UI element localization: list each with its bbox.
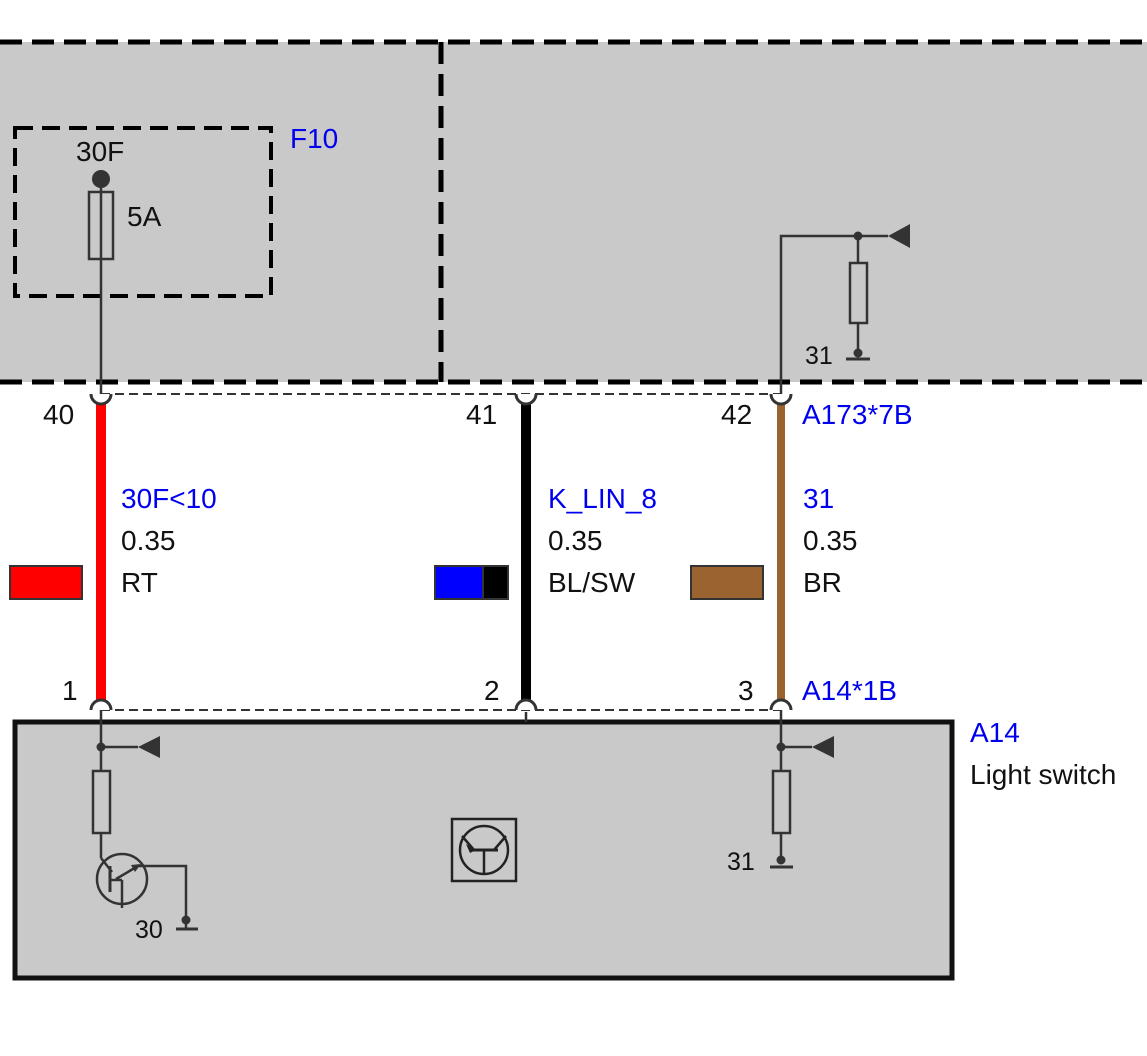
resistor-symbol-left — [91, 769, 112, 835]
color-swatch-red — [9, 565, 83, 600]
transistor-supply-wire — [138, 864, 188, 928]
electronics-box-arrow — [466, 844, 476, 853]
color-swatch-black — [482, 565, 509, 600]
pin-terminal-1 — [89, 698, 113, 711]
pin-terminal-40 — [89, 393, 113, 406]
ground-label-top: 31 — [805, 342, 833, 370]
fuse-id-label: F10 — [290, 123, 338, 154]
electronics-box-right-arm — [493, 835, 507, 851]
pin-terminal-3 — [769, 698, 793, 711]
connector-top-id: A173*7B — [802, 399, 913, 430]
wire-color-code: BL/SW — [548, 567, 636, 598]
top-module-body — [0, 42, 1147, 382]
supply-label: 30 — [135, 916, 163, 944]
wire-cross-section: 0.35 — [803, 525, 858, 556]
component-id-label: A14 — [970, 717, 1020, 748]
pullup-wire — [779, 234, 858, 394]
wire-cross-section: 0.35 — [121, 525, 176, 556]
wire-signal-label: 31 — [803, 483, 834, 514]
component-name-label: Light switch — [970, 759, 1116, 790]
output-arrow-icon — [138, 736, 160, 758]
supply-node — [181, 915, 191, 925]
fuse-box-boundary — [13, 126, 273, 298]
resistor-symbol-right — [771, 769, 792, 835]
pin-number: 2 — [484, 675, 500, 706]
pin-number: 42 — [721, 399, 752, 430]
pin-number: 41 — [466, 399, 497, 430]
fuse-terminal-label: 30F — [76, 136, 124, 167]
wire-color-code: RT — [121, 567, 158, 598]
electronics-box-icon — [450, 817, 518, 883]
fuse-rating-label: 5A — [127, 201, 162, 232]
pin-terminal-2 — [514, 698, 538, 711]
pin-number: 1 — [62, 675, 78, 706]
wire-cross-section: 0.35 — [548, 525, 603, 556]
output-arrow-icon — [888, 224, 910, 248]
color-swatch-brown — [690, 565, 764, 600]
ground-node-bottom — [776, 855, 786, 865]
output-arrow-icon — [812, 736, 834, 758]
ground-node-top — [853, 348, 863, 358]
pin-number: 40 — [43, 399, 74, 430]
color-swatch-blue — [434, 565, 484, 600]
pin-terminal-41 — [514, 393, 538, 406]
resistor-symbol-top — [848, 261, 869, 325]
wire-color-code: BR — [803, 567, 842, 598]
ground-label-bottom: 31 — [727, 848, 755, 876]
wire-signal-label: K_LIN_8 — [548, 483, 657, 514]
pin-terminal-42 — [769, 393, 793, 406]
pin-number: 3 — [738, 675, 754, 706]
wire-signal-label: 30F<10 — [121, 483, 217, 514]
connector-bottom-id: A14*1B — [802, 675, 897, 706]
